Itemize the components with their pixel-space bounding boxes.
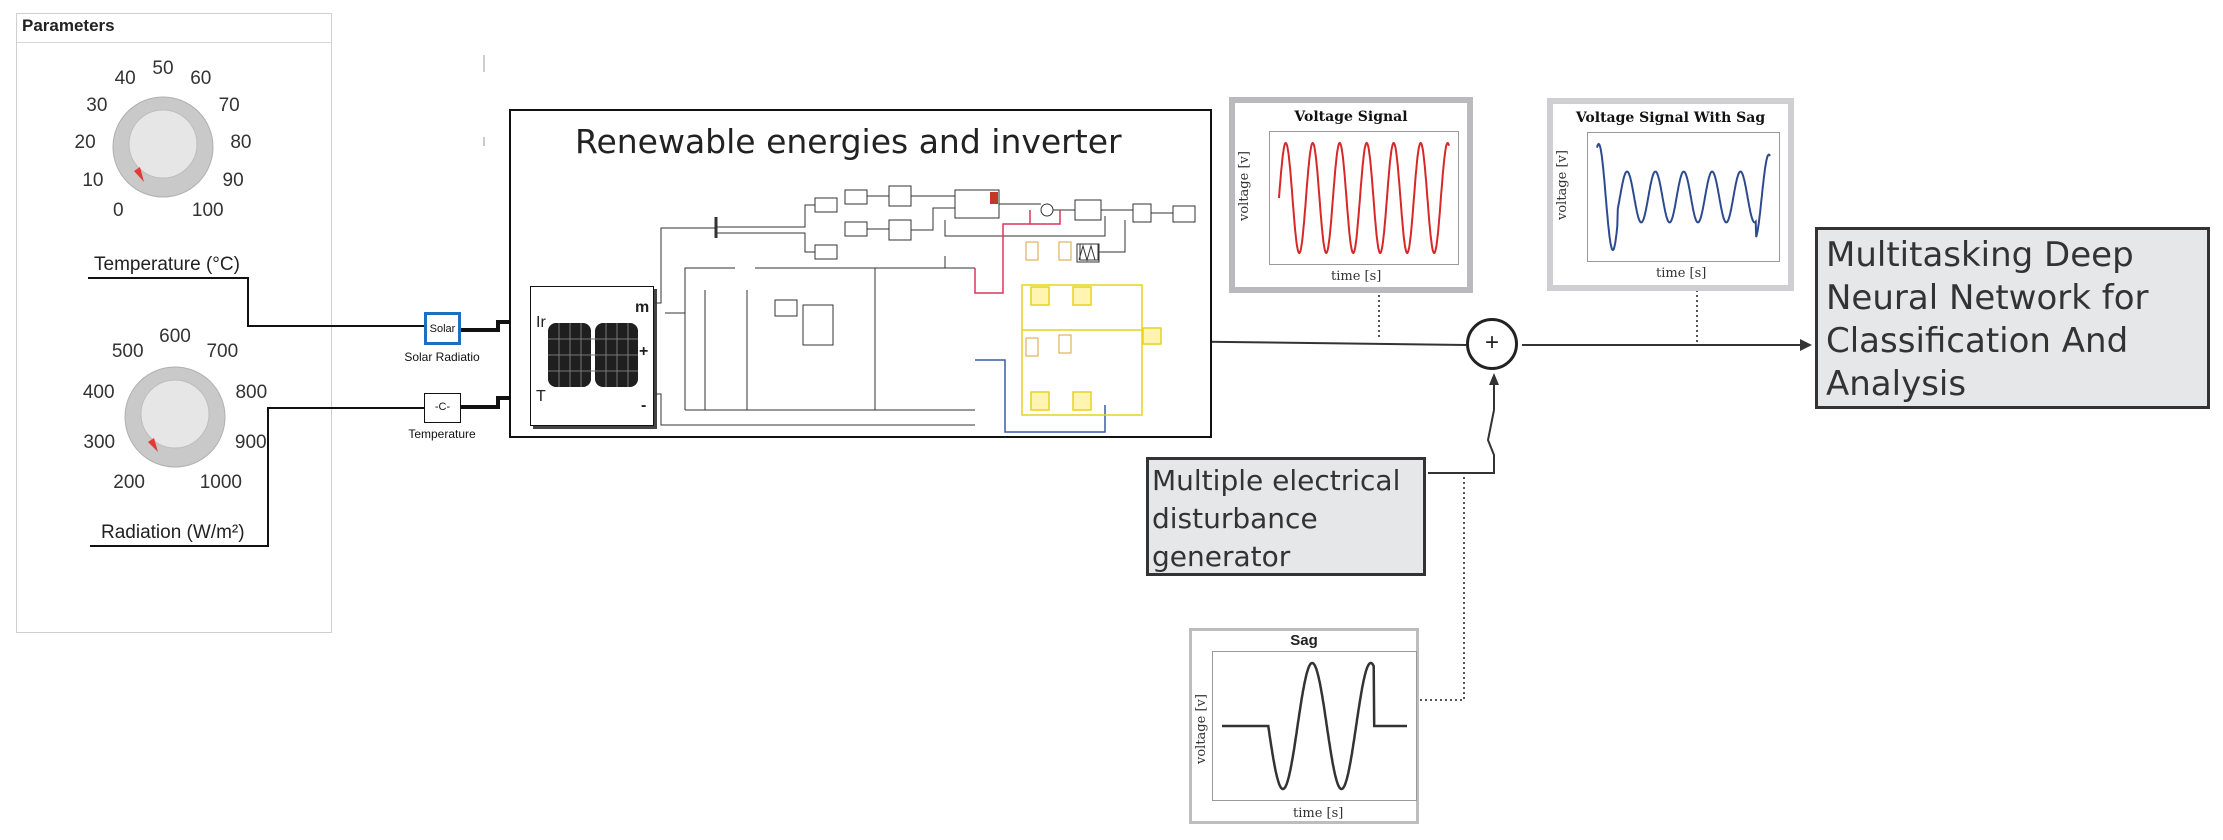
voltage-signal-ylabel: voltage [v]	[1237, 151, 1252, 221]
dial-tick-label: 90	[222, 170, 244, 192]
renewable-system-title: Renewable energies and inverter	[575, 122, 1122, 161]
sag-ylabel: voltage [v]	[1194, 694, 1209, 764]
temperature-block-caption: Temperature	[408, 427, 476, 441]
solar-block-text: Solar	[429, 323, 456, 335]
dial-tick-label: 30	[86, 94, 108, 116]
voltage-signal-chart	[1269, 131, 1459, 265]
dial-tick-label: 60	[190, 67, 212, 89]
temperature-dial[interactable]	[110, 94, 216, 200]
radiation-pointer	[148, 438, 158, 452]
dial-tick-label: 50	[152, 58, 174, 79]
disturbance-generator-label: Multiple electrical disturbance generato…	[1152, 464, 1401, 573]
solar-radiation-block[interactable]: Solar	[424, 312, 461, 345]
dial-tick-label: 400	[82, 381, 115, 403]
dial-tick-label: 10	[82, 170, 104, 192]
temperature-block-text: -C-	[434, 401, 451, 413]
temperature-label: Temperature (°C)	[94, 254, 240, 275]
dial-tick-label: 900	[234, 431, 267, 453]
panel-divider	[17, 42, 331, 43]
radiation-dial[interactable]	[122, 364, 228, 470]
disturbance-generator-block[interactable]	[1146, 457, 1426, 576]
voltage-signal-title: Voltage Signal	[1294, 109, 1408, 125]
dial-tick-label: 800	[235, 381, 268, 403]
dial-tick-label: 200	[113, 471, 145, 493]
voltage-sag-signal-chart	[1587, 132, 1780, 262]
temperature-constant-block[interactable]: -C-	[424, 393, 461, 423]
voltage-sag-signal-ylabel: voltage [v]	[1555, 150, 1570, 220]
neural-network-label: Multitasking Deep Neural Network for Cla…	[1826, 235, 2149, 404]
dial-tick-label: 300	[83, 431, 116, 453]
neural-network-block[interactable]	[1815, 227, 2210, 409]
sag-chart	[1212, 651, 1417, 801]
dial-tick-label: 700	[206, 341, 239, 363]
voltage-signal-plot: Voltage Signal voltage [v] time [s]	[1229, 97, 1473, 293]
parameters-title: Parameters	[22, 16, 115, 35]
pv-port-ir: Ir	[536, 314, 546, 331]
sum-symbol: +	[1484, 329, 1499, 356]
dial-tick-label: 0	[112, 199, 124, 221]
voltage-sag-signal-xlabel: time [s]	[1656, 266, 1707, 281]
voltage-sag-signal-plot: Voltage Signal With Sag voltage [v] time…	[1547, 98, 1794, 291]
dial-tick-label: 100	[191, 199, 224, 221]
dial-tick-label: 70	[218, 94, 240, 116]
inverter-schematic	[655, 185, 1196, 433]
pv-port-m: m	[635, 299, 650, 316]
solar-block-caption: Solar Radiatio	[404, 350, 480, 364]
solar-panel-icon	[548, 323, 638, 387]
dial-tick-label: 40	[114, 67, 136, 89]
dial-tick-label: 80	[230, 131, 252, 153]
dial-tick-label: 500	[111, 341, 144, 363]
sum-junction[interactable]: +	[1466, 318, 1518, 370]
pv-port-plus: +	[639, 343, 649, 360]
pv-port-minus: -	[641, 397, 647, 414]
temperature-pointer	[134, 167, 144, 182]
radiation-label: Radiation (W/m²)	[101, 522, 245, 543]
voltage-sag-signal-title: Voltage Signal With Sag	[1575, 110, 1766, 126]
sag-xlabel: time [s]	[1293, 806, 1344, 821]
pv-array-block[interactable]: Ir T m + -	[530, 286, 654, 426]
dial-tick-label: 20	[74, 131, 96, 153]
voltage-signal-xlabel: time [s]	[1331, 269, 1382, 284]
dial-tick-label: 600	[159, 326, 191, 347]
sag-title: Sag	[1290, 632, 1318, 649]
dial-tick-label: 1000	[199, 471, 243, 493]
radiation-knob[interactable]	[122, 364, 228, 470]
pv-port-t: T	[536, 388, 546, 405]
temperature-knob[interactable]	[110, 94, 216, 200]
